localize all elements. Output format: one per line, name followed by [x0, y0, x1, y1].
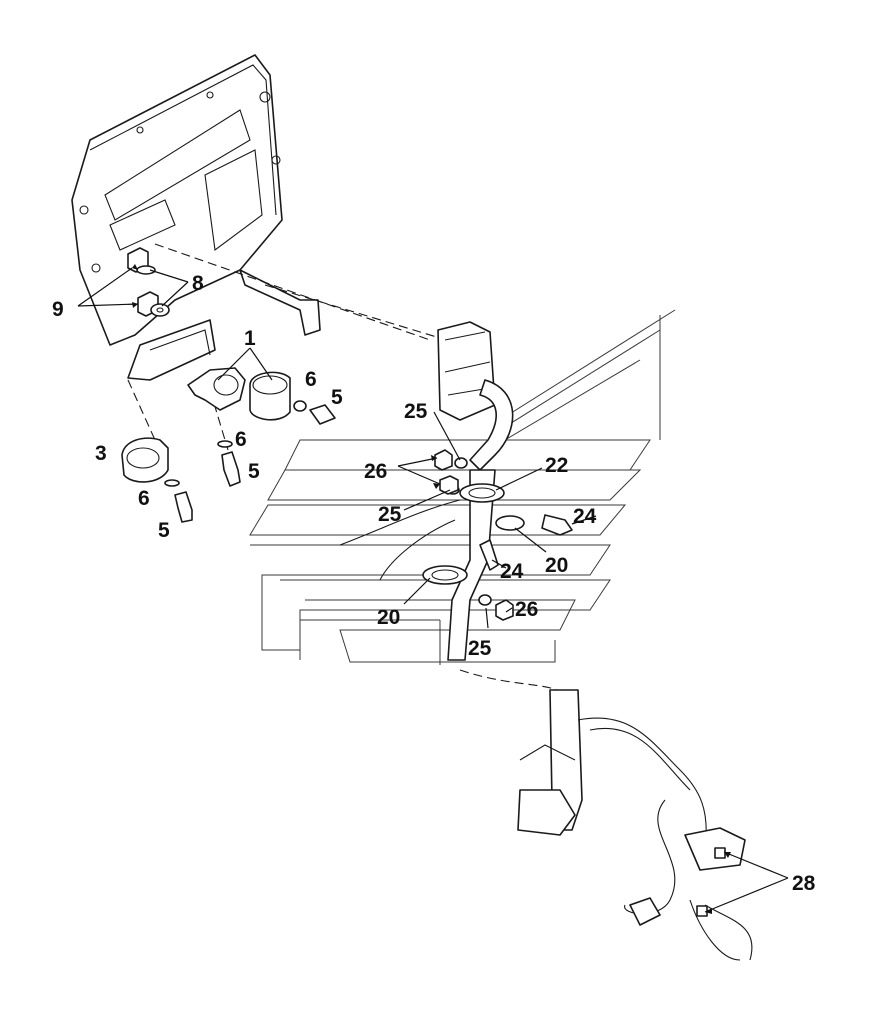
callout-26: 26 — [364, 460, 387, 483]
clamp-part-20 — [422, 515, 525, 585]
clamp-part-3 — [121, 437, 169, 483]
callout-9: 9 — [52, 298, 64, 321]
wiring-harness-connector — [437, 321, 514, 471]
bolt-part-5 — [164, 400, 336, 523]
callout-5: 5 — [158, 519, 170, 542]
wiring-harness-tube — [339, 469, 753, 961]
clamp-part-22 — [459, 483, 505, 503]
callout-24: 24 — [500, 560, 524, 583]
callout-6: 6 — [138, 487, 150, 510]
washer-part-8 — [136, 265, 170, 317]
leader-lines — [77, 264, 789, 914]
callout-22: 22 — [545, 454, 568, 477]
callout-5: 5 — [248, 460, 260, 483]
bolt-part-24 — [479, 514, 573, 571]
callout-labels: 9 8 1 6 5 3 6 5 6 5 25 26 22 25 24 20 24… — [52, 272, 816, 895]
callout-5: 5 — [331, 386, 343, 409]
callout-1: 1 — [244, 327, 256, 350]
callout-3: 3 — [95, 442, 107, 465]
callout-24: 24 — [573, 505, 597, 528]
callout-26: 26 — [515, 598, 538, 621]
callout-28: 28 — [792, 872, 816, 895]
callout-6: 6 — [235, 428, 247, 451]
callout-25: 25 — [378, 503, 402, 526]
callout-20: 20 — [545, 554, 568, 577]
alignment-lines — [127, 243, 441, 451]
engine-frame-outline — [249, 309, 676, 665]
callout-25: 25 — [468, 637, 492, 660]
callout-8: 8 — [192, 272, 204, 295]
callout-6: 6 — [305, 368, 317, 391]
nut-part-26 — [434, 449, 514, 621]
clamp-part-1 — [187, 367, 291, 421]
callout-20: 20 — [377, 606, 400, 629]
mounting-bracket-plate — [71, 54, 321, 381]
callout-25: 25 — [404, 400, 428, 423]
